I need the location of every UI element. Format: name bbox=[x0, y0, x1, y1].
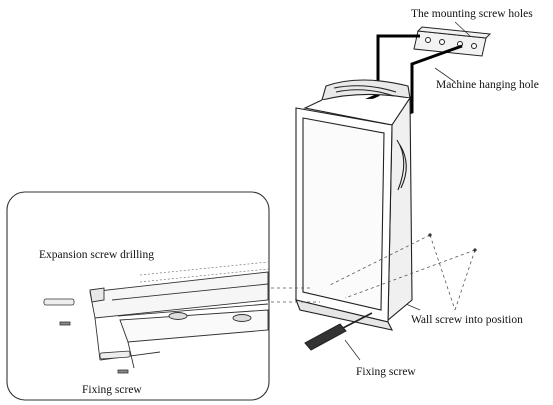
wall-screw-points bbox=[428, 233, 477, 252]
detail-inset bbox=[6, 191, 270, 401]
label-fixing-screw-inset: Fixing screw bbox=[82, 384, 142, 396]
expansion-plug bbox=[43, 298, 131, 360]
label-wall-screw-into-position: Wall screw into position bbox=[411, 314, 523, 326]
dashed-alignment-lines bbox=[265, 234, 476, 311]
label-mounting-screw-holes: The mounting screw holes bbox=[411, 8, 533, 20]
hand-dryer-body bbox=[295, 79, 413, 331]
label-expansion-screw-drilling: Expansion screw drilling bbox=[39, 249, 154, 261]
label-fixing-screw-main: Fixing screw bbox=[356, 366, 416, 378]
inset-screws bbox=[59, 321, 129, 374]
label-machine-hanging-hole: Machine hanging hole bbox=[436, 79, 539, 91]
wall-bracket bbox=[413, 26, 492, 57]
screwdriver bbox=[304, 312, 373, 351]
